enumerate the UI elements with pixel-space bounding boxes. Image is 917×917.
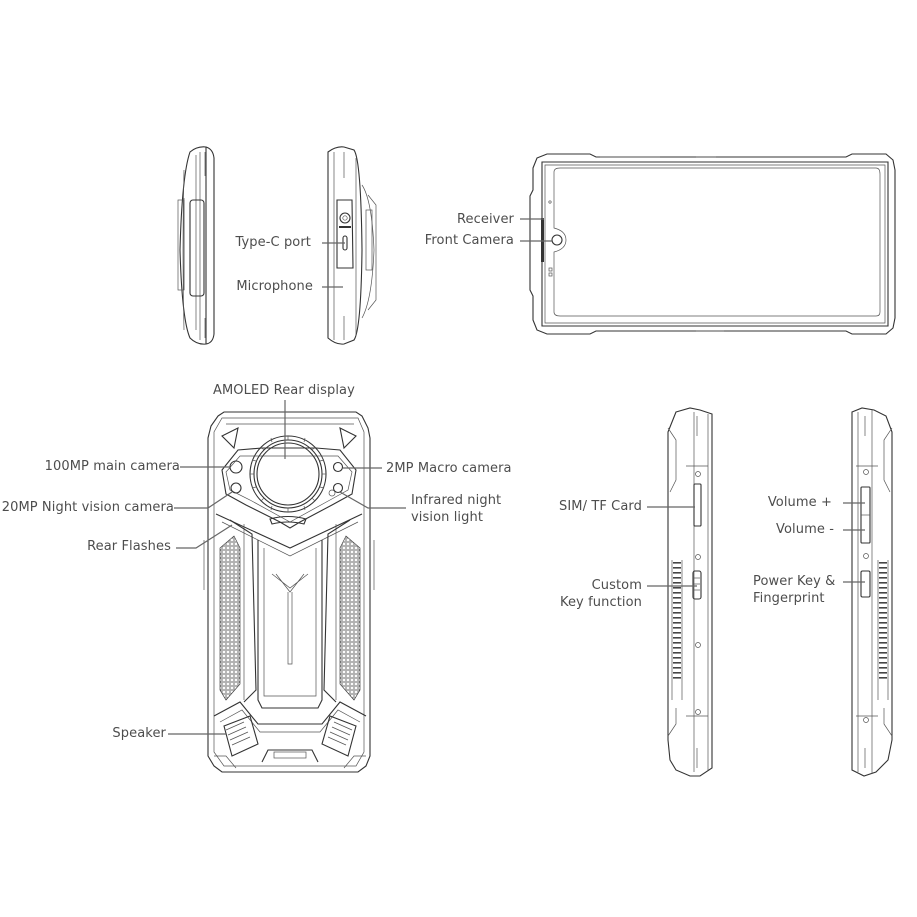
leader-lines — [168, 218, 865, 735]
label-speaker: Speaker — [112, 726, 166, 741]
label-receiver: Receiver — [456, 212, 514, 227]
side-view-left-top — [177, 146, 215, 345]
label-type-c-port: Type-C port — [235, 235, 311, 250]
label-night-vision-camera: 20MP Night vision camera — [1, 500, 174, 515]
side-view-bottom-edge — [327, 146, 377, 345]
label-microphone: Microphone — [236, 279, 313, 294]
label-power-key-1: Power Key & — [753, 574, 836, 589]
label-sim-tf-card: SIM/ TF Card — [559, 499, 642, 514]
label-front-camera: Front Camera — [424, 233, 514, 248]
front-view — [529, 153, 896, 335]
label-power-key-2: Fingerprint — [753, 591, 825, 606]
label-infrared-light-1: Infrared night — [411, 493, 502, 508]
label-custom-key-1: Custom — [591, 578, 642, 593]
side-view-left — [667, 407, 713, 777]
label-rear-flashes: Rear Flashes — [87, 539, 171, 554]
label-volume-up: Volume + — [767, 495, 832, 510]
label-infrared-light-2: vision light — [411, 510, 484, 525]
rear-view — [203, 411, 375, 773]
label-amoled-rear-display: AMOLED Rear display — [213, 383, 355, 398]
label-custom-key-2: Key function — [559, 595, 642, 610]
side-view-right — [851, 407, 893, 777]
label-volume-down: Volume - — [776, 522, 834, 537]
label-main-camera: 100MP main camera — [44, 459, 180, 474]
label-macro-camera: 2MP Macro camera — [386, 461, 512, 476]
